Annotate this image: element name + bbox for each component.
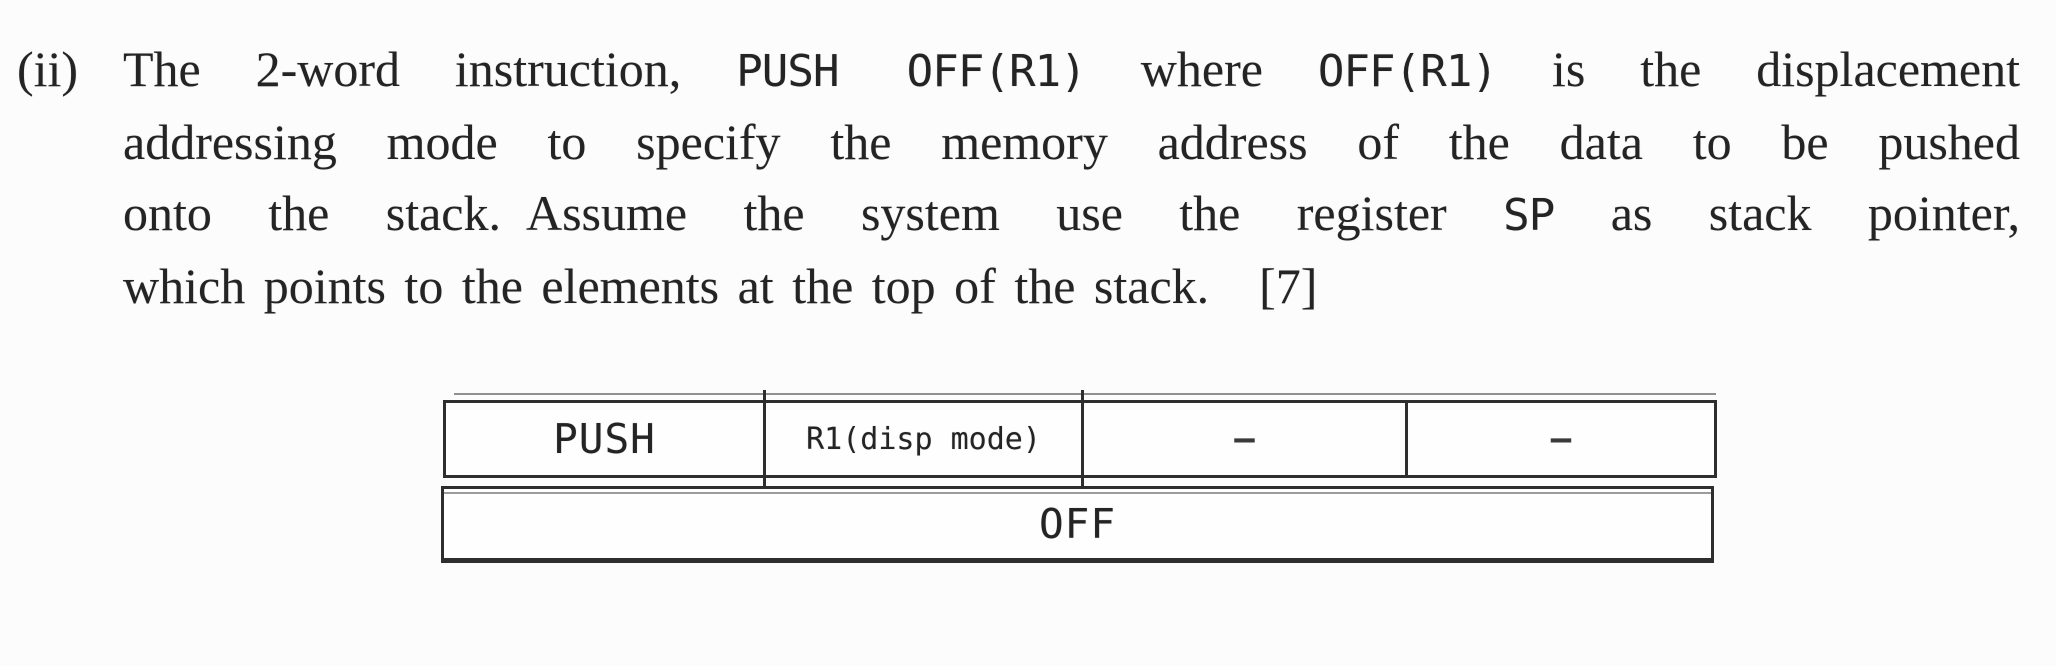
dash-label: –: [1234, 419, 1255, 459]
text-segment: is the displacement: [1497, 41, 2020, 97]
question-line-3: onto the stack. Assume the system use th…: [123, 178, 2020, 251]
offset-label: OFF: [1038, 499, 1117, 548]
text-segment: addressing mode to specify the memory ad…: [123, 114, 2020, 170]
text-segment: The 2-word instruction,: [123, 41, 737, 97]
unused-field-cell-2: –: [1405, 403, 1714, 475]
instruction-word-1-row: PUSH R1(disp mode) – –: [443, 390, 1717, 489]
text-segment: where: [1085, 41, 1318, 97]
question-line-2: addressing mode to specify the memory ad…: [123, 107, 2020, 178]
operand-cell: R1(disp mode): [763, 390, 1081, 489]
opcode-label: PUSH: [553, 415, 656, 463]
question-item: (ii) The 2-word instruction, PUSH OFF(R1…: [17, 34, 2020, 322]
text-segment-with-marks: which points to the elements at the top …: [123, 258, 1318, 314]
question-line-4: which points to the elements at the top …: [123, 251, 2020, 322]
instruction-word-2-row: OFF: [441, 486, 1714, 563]
question-line-1: The 2-word instruction, PUSH OFF(R1) whe…: [123, 34, 2020, 107]
text-segment: onto the stack. Assume the system use th…: [123, 185, 1504, 241]
unused-field-cell-1: –: [1081, 390, 1405, 489]
inline-code-push-off-r1: PUSH OFF(R1): [736, 46, 1087, 97]
opcode-cell: PUSH: [446, 403, 763, 475]
question-text: The 2-word instruction, PUSH OFF(R1) whe…: [123, 34, 2020, 322]
operand-label: R1(disp mode): [806, 421, 1041, 457]
text-segment: as stack pointer,: [1554, 185, 2020, 241]
inline-code-off-r1: OFF(R1): [1317, 46, 1498, 97]
item-marker: (ii): [17, 41, 79, 97]
inline-code-sp: SP: [1503, 190, 1555, 241]
dash-label: –: [1550, 419, 1572, 459]
